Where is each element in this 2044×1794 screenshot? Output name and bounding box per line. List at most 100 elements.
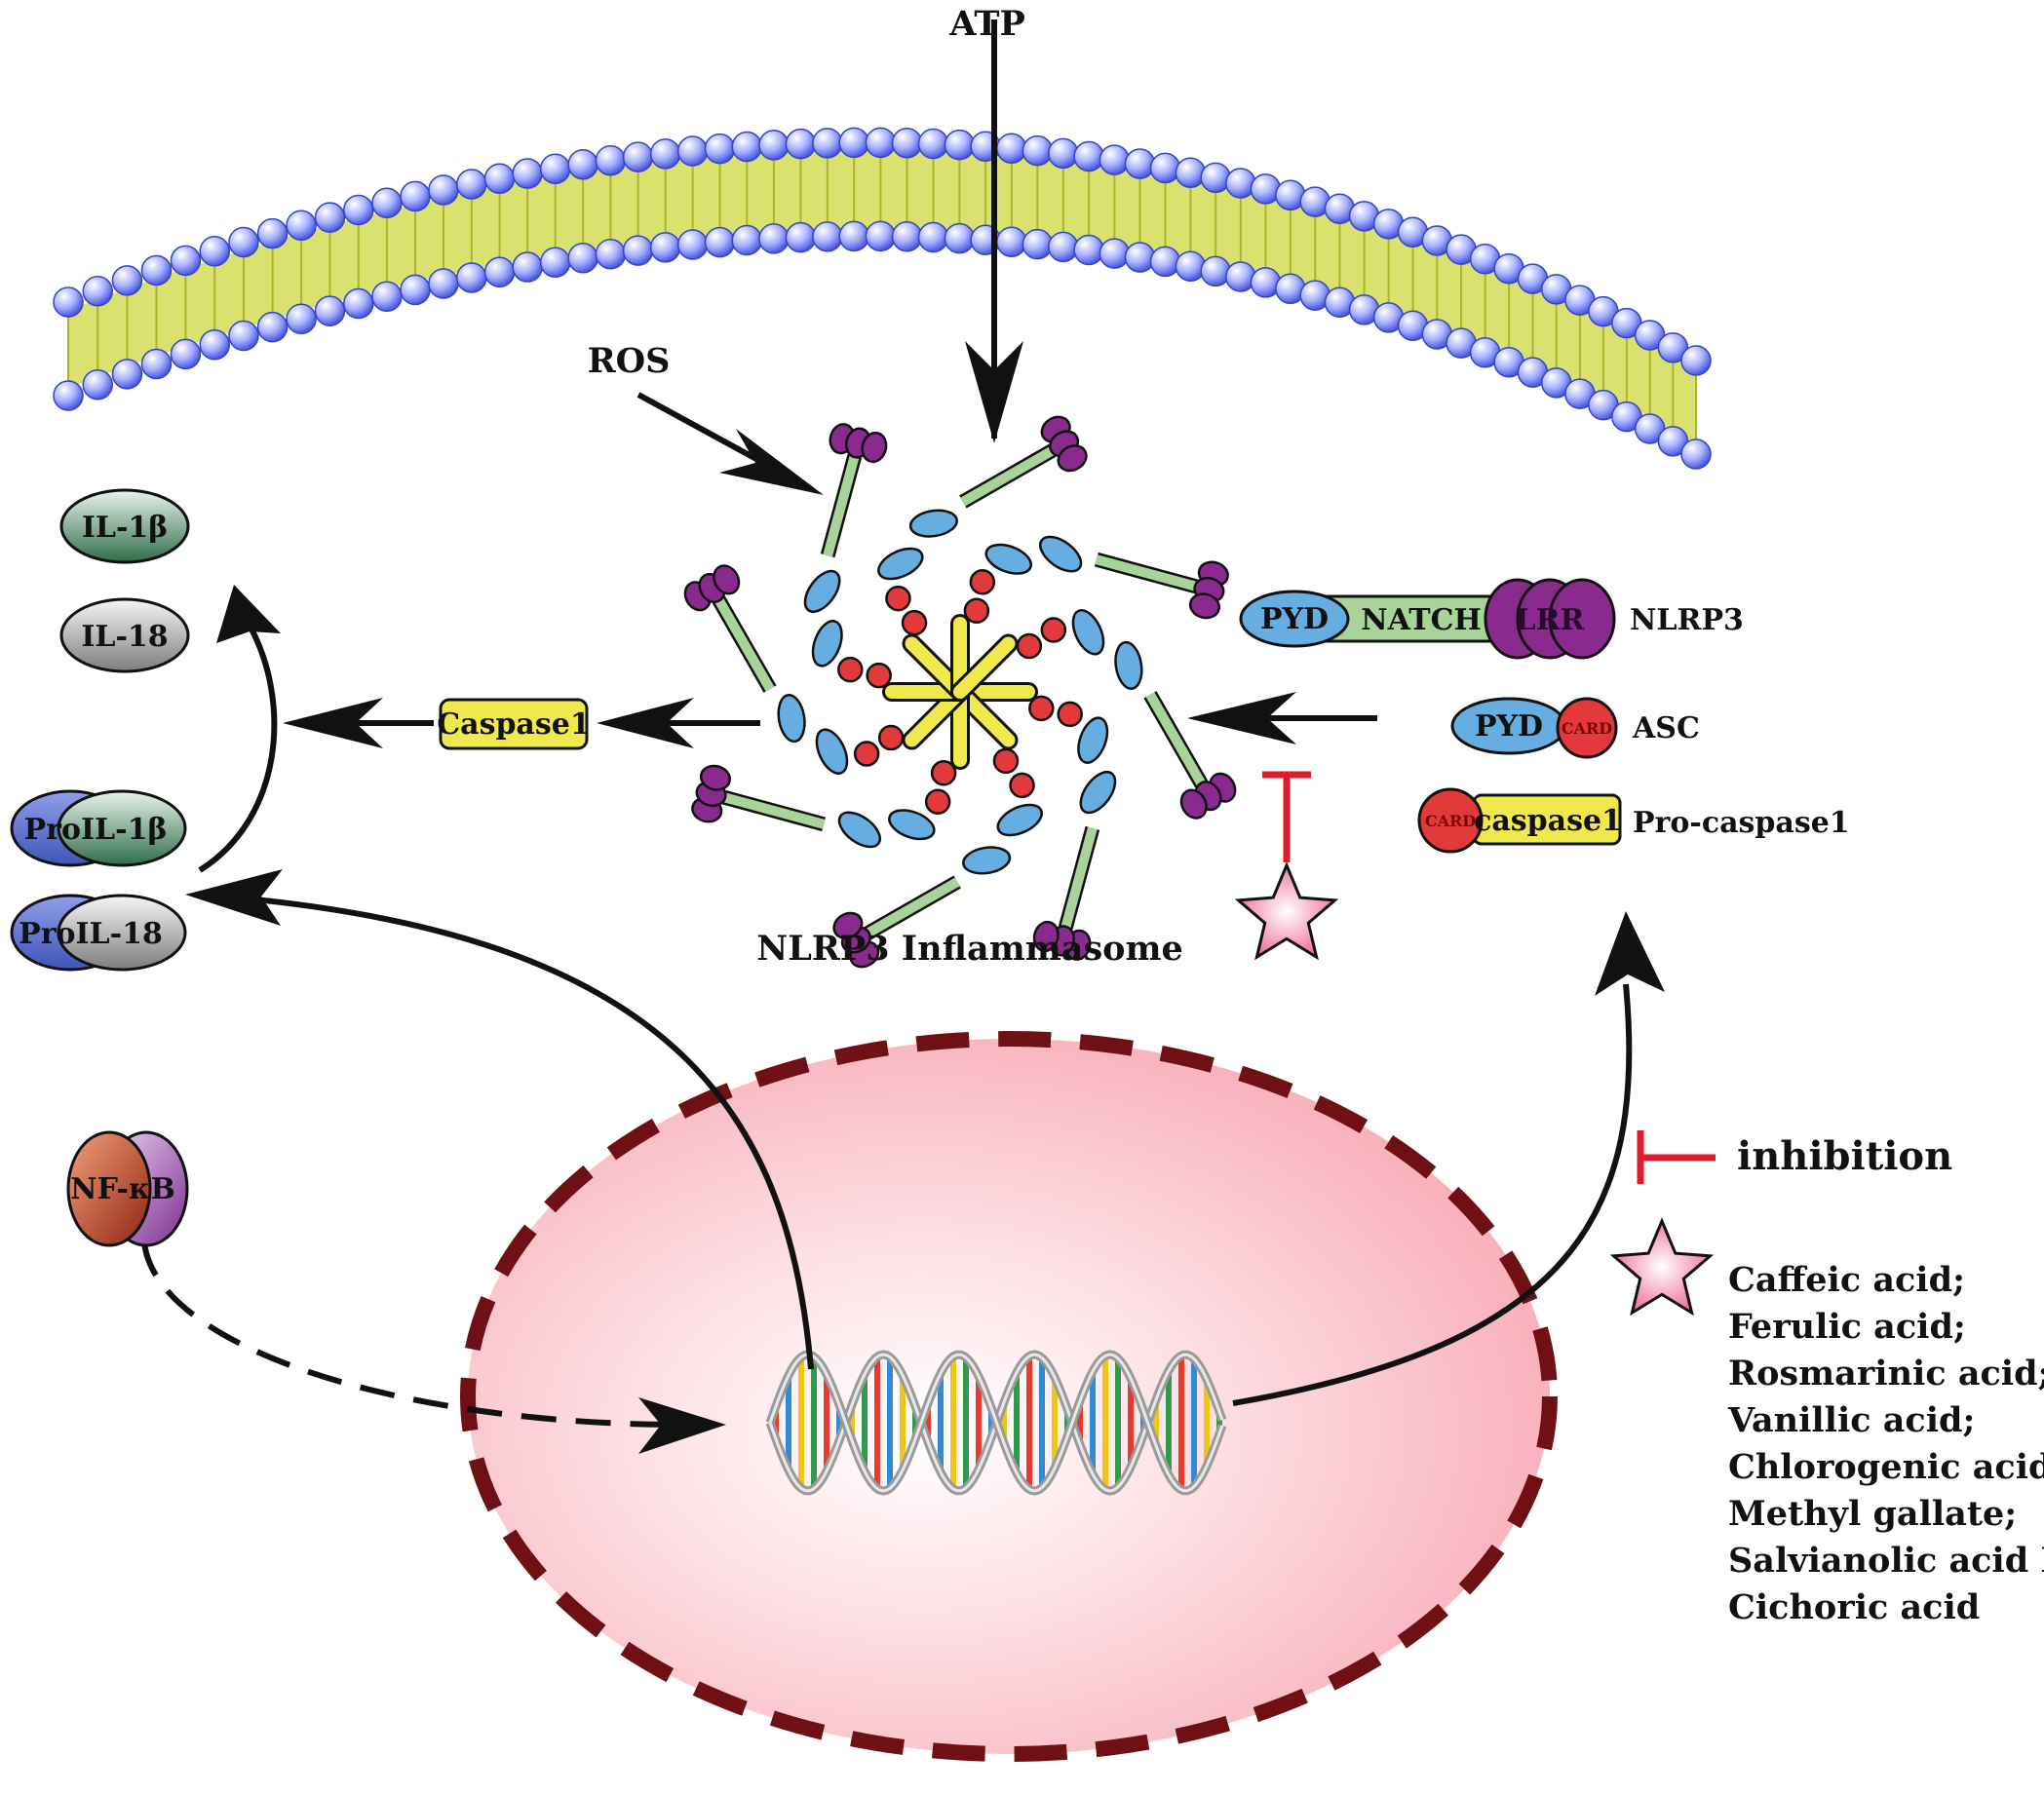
lipid-head — [1048, 231, 1079, 263]
lipid-head — [456, 169, 487, 200]
complex-arrow-head — [597, 698, 694, 748]
card-bead — [866, 662, 892, 689]
compound-legend-star-icon — [1609, 1217, 1715, 1317]
lipid-head — [917, 221, 949, 253]
nfkb-label: NF-κB — [70, 1172, 175, 1206]
inflammasome-label: NLRP3 Inflammasome — [756, 929, 1183, 969]
il1b-mature: IL-1β — [59, 488, 190, 564]
compound-item: Methyl gallate; — [1728, 1494, 2017, 1534]
lipid-head — [567, 149, 598, 180]
lipid-head — [704, 133, 736, 165]
lipid-head — [1124, 148, 1156, 179]
lipid-head — [314, 295, 346, 326]
natch-rod — [714, 597, 775, 692]
il18-mature: IL-18 — [59, 597, 190, 673]
lipid-head — [758, 223, 790, 254]
membrane-tails — [68, 150, 1696, 446]
card-bead — [1016, 632, 1043, 660]
lipid-head — [731, 131, 763, 163]
lrr-bump — [832, 911, 864, 939]
asc-protein: PYD CARD ASC — [1450, 697, 1700, 759]
pyd-domain — [1079, 771, 1117, 815]
caspase-arrow-head — [283, 698, 383, 748]
lipid-head — [595, 144, 627, 176]
lipid-head — [1022, 228, 1054, 260]
lipid-head — [539, 153, 571, 184]
lrr-bump — [861, 431, 888, 464]
lipid-head — [704, 226, 736, 258]
lipid-head — [456, 262, 487, 293]
dna-to-procytokine-arrow — [223, 894, 814, 1370]
pyd-domain — [815, 728, 849, 775]
card-bead — [969, 569, 996, 595]
lipid-head — [838, 127, 869, 159]
lipid-head — [82, 368, 114, 401]
lipid-head — [785, 128, 817, 160]
ros-label: ROS — [588, 341, 671, 381]
nlrp3-pyd-domain — [1239, 590, 1350, 648]
maturation-arrow — [198, 622, 278, 873]
lipid-head — [111, 359, 143, 390]
lrr-bump — [713, 564, 741, 595]
lipid-head — [731, 224, 763, 256]
dna-helix — [765, 1350, 1227, 1496]
pyd-domain — [962, 846, 1012, 875]
lipid-head — [944, 129, 976, 161]
lipid-head — [170, 245, 202, 277]
lipid-head — [483, 256, 516, 288]
card-bead — [885, 585, 911, 612]
procaspase1-protein: CARD caspase1 Pro-caspase1 — [1417, 787, 1850, 854]
lipid-head — [1680, 439, 1712, 470]
pro-il18-label: ProIL-18 — [19, 917, 163, 951]
lipid-head — [785, 221, 817, 253]
nlrp3-lrr-domain — [1484, 578, 1616, 660]
cell-membrane — [53, 127, 1712, 470]
compound-list: Caffeic acid;Ferulic acid;Rosmarinic aci… — [1727, 1260, 2044, 1627]
lipid-head — [428, 174, 459, 206]
lipid-head — [1022, 134, 1054, 167]
dna-strand-highlight — [768, 1353, 1224, 1493]
lipid-head — [622, 235, 654, 266]
card-bead — [992, 747, 1020, 775]
lipid-head — [917, 128, 949, 160]
pyd-domain — [777, 694, 806, 744]
dna-procytokine-arrow-head — [185, 869, 283, 926]
card-bead — [1057, 701, 1083, 728]
nlrp3-natch-label: NATCH — [1361, 603, 1482, 637]
lipid-head — [649, 232, 681, 263]
lipid-head — [286, 210, 317, 241]
lipid-head — [199, 328, 230, 361]
lipid-head — [428, 268, 459, 299]
nfkb-complex: NF-κB — [66, 1130, 189, 1247]
pyd-domain — [837, 811, 882, 849]
lipid-head — [1124, 242, 1156, 273]
pyd-domain — [1114, 640, 1143, 690]
inhibition-legend-icon — [1637, 1130, 1716, 1184]
card-bead — [924, 788, 951, 815]
lipid-head — [228, 226, 259, 258]
pyd-domain — [811, 620, 843, 668]
lipid-head — [286, 303, 317, 334]
lipid-head — [1200, 255, 1231, 287]
compound-item: Caffeic acid; — [1728, 1260, 1965, 1300]
hub-arm — [953, 636, 1016, 699]
pyd-domain — [996, 803, 1043, 837]
lipid-head — [891, 220, 923, 252]
natch-rod — [960, 446, 1055, 507]
pyd-domain — [1071, 609, 1105, 656]
lipid-head — [199, 235, 230, 267]
lipid-head — [1680, 345, 1712, 376]
lipid-head — [812, 128, 843, 159]
pyd-domain — [1077, 716, 1109, 764]
pyd-domain — [803, 569, 841, 614]
compound-item: Chlorogenic acid; — [1728, 1447, 2044, 1487]
card-bead — [930, 760, 957, 786]
lipid-head — [1175, 157, 1207, 188]
compound-item: Rosmarinic acid; — [1728, 1354, 2044, 1393]
pyd-domain — [888, 809, 936, 841]
procaspase-name: Pro-caspase1 — [1633, 806, 1850, 840]
lipid-head — [140, 348, 173, 380]
caspase1-label: Caspase1 — [437, 707, 590, 742]
lipid-head — [483, 163, 516, 195]
caspase1-box — [439, 698, 589, 750]
